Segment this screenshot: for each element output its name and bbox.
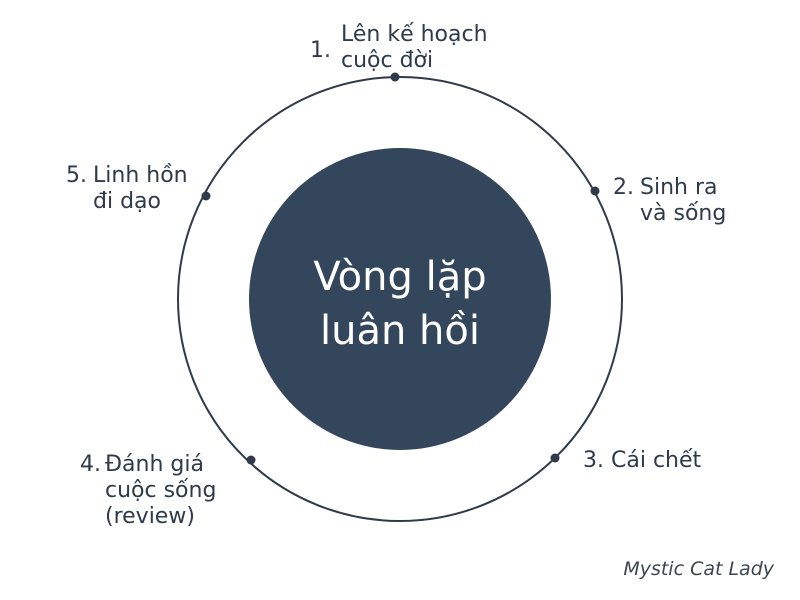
step-5-number: 5. <box>66 163 87 188</box>
step-4-line-1: Đánh giá <box>105 452 204 477</box>
step-2-line-1: Sinh ra <box>640 175 718 200</box>
ring-dot-step-1 <box>390 72 400 82</box>
ring-dot-step-2 <box>590 186 600 196</box>
ring-dot-step-5 <box>201 191 211 201</box>
outer-ring <box>177 76 623 522</box>
center-title-line-1: Vòng lặp <box>313 254 487 300</box>
step-5-line-2: đi dạo <box>93 189 161 214</box>
watermark: Mystic Cat Lady <box>623 558 774 580</box>
step-4-number: 4. <box>80 452 101 477</box>
step-3-line-1: Cái chết <box>611 448 702 473</box>
ring-dot-step-4 <box>246 455 256 465</box>
step-2-line-2: và sống <box>640 201 727 226</box>
step-5-line-1: Linh hồn <box>93 163 188 188</box>
step-2-number: 2. <box>613 175 634 200</box>
step-1-line-2: cuộc đời <box>341 48 434 73</box>
step-4-line-2: cuộc sống <box>105 478 217 503</box>
center-title: Vòng lặp luân hồi <box>250 250 550 358</box>
center-title-line-2: luân hồi <box>320 308 480 354</box>
step-1-line-1: Lên kế hoạch <box>341 22 488 47</box>
center-circle <box>249 148 551 450</box>
step-4-line-3: (review) <box>105 504 195 529</box>
step-1-number: 1. <box>310 38 331 63</box>
ring-dot-step-3 <box>550 453 560 463</box>
step-3-number: 3. <box>583 448 604 473</box>
